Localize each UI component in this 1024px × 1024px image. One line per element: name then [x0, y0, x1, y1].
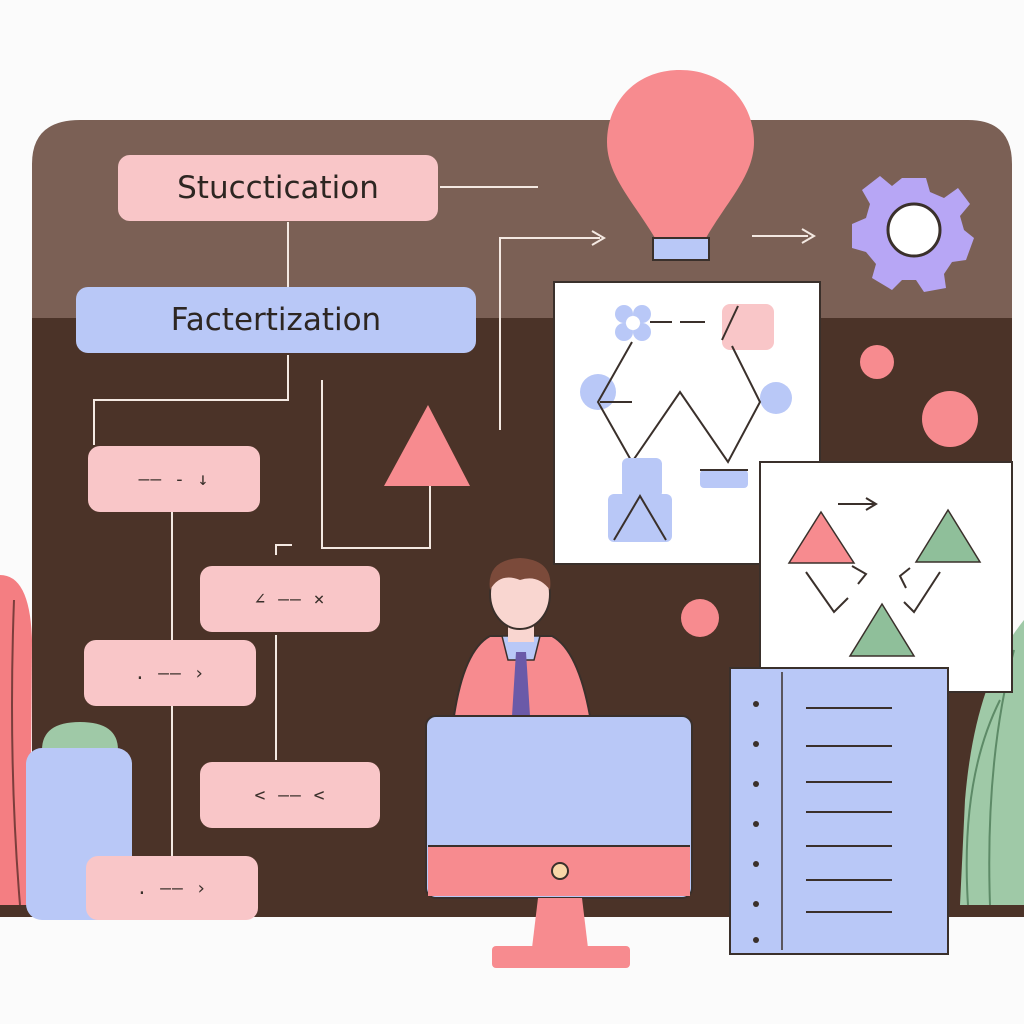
step-box-5[interactable] [86, 856, 258, 920]
connector-triangle [321, 380, 431, 549]
lightbulb-icon [607, 70, 754, 261]
document-panel [729, 667, 949, 955]
left-plant [0, 575, 32, 906]
connector-second-step1 [93, 355, 289, 445]
whiteboard-triangles [759, 461, 1013, 693]
step-box-2[interactable] [200, 566, 380, 632]
gear-icon [852, 176, 974, 292]
dot-1 [860, 345, 894, 379]
connector-step-right [275, 544, 292, 555]
connector-arrow-up [499, 237, 600, 430]
dot-2 [922, 391, 978, 447]
person [452, 558, 592, 717]
step-box-1[interactable] [88, 446, 260, 512]
monitor [425, 715, 693, 968]
flower-icon [615, 305, 651, 341]
dot-3 [681, 599, 719, 637]
step-box-4[interactable] [200, 762, 380, 828]
connectors [93, 186, 808, 862]
arrowhead-gear [801, 228, 816, 244]
factertization-box[interactable] [76, 287, 476, 353]
step-box-3[interactable] [84, 640, 256, 706]
arrowhead-up-right [591, 230, 606, 246]
arrowheads [591, 228, 816, 246]
person-hair [489, 558, 551, 590]
stucctication-box[interactable] [118, 155, 438, 221]
whiteboard-flowchart [553, 281, 821, 565]
coral-triangle [384, 405, 470, 486]
